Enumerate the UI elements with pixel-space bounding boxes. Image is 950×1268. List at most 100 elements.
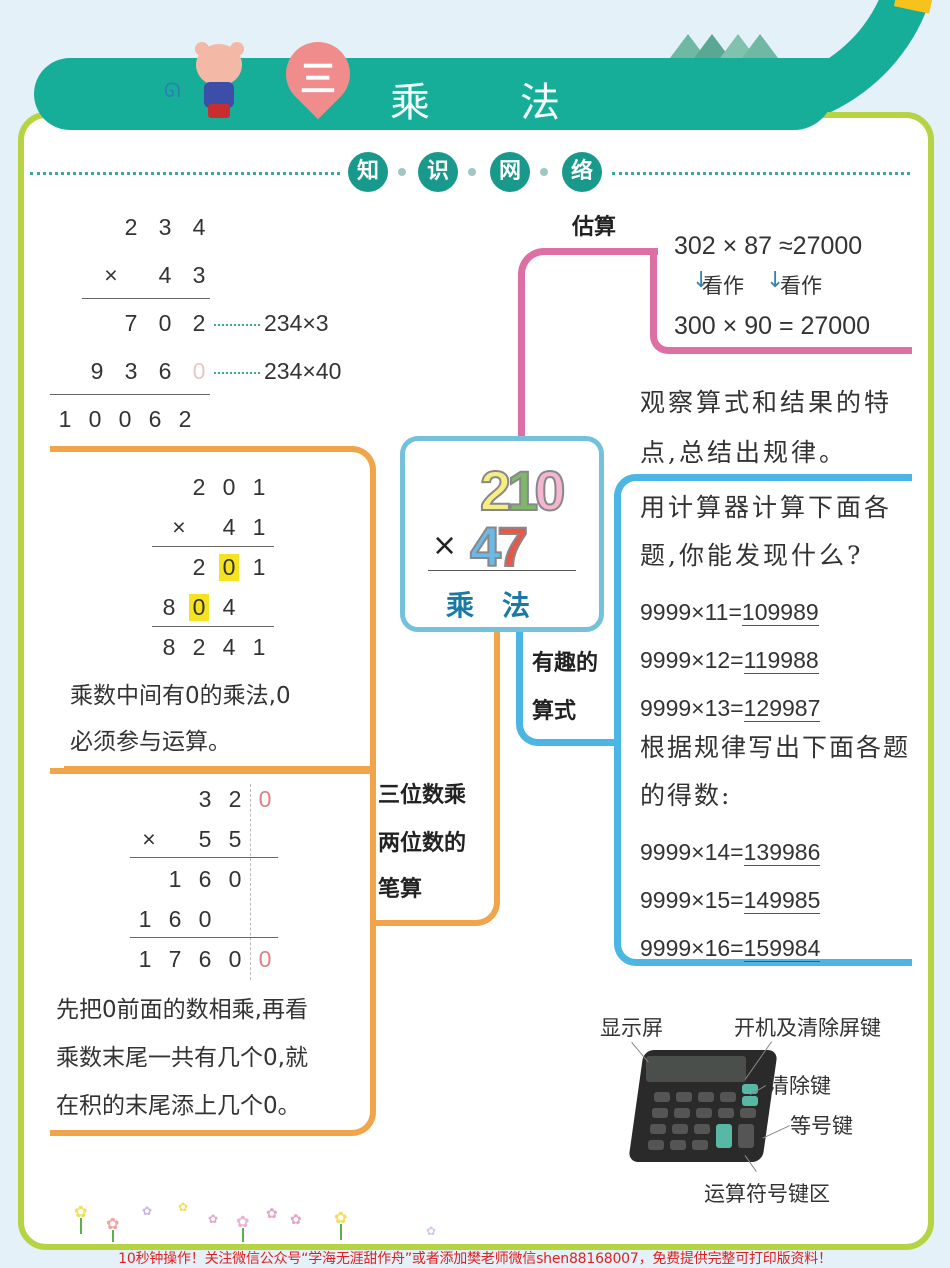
multiply-sign: × [142, 826, 156, 852]
arrow-down-icon: ↓ [692, 268, 711, 293]
calc-key [696, 1108, 712, 1118]
section-heading-char: 络 [562, 152, 602, 192]
digit: 6 [198, 866, 212, 892]
rule-text: 必须参与运算。 [70, 729, 231, 755]
branch-line-blue [516, 630, 620, 746]
center-topic-box [400, 436, 604, 632]
calc-key [718, 1108, 734, 1118]
fun-intro-line: 题,你能发现什么? [640, 541, 864, 570]
sum-line [152, 546, 274, 547]
digit: 0 [158, 310, 172, 336]
digit: 0 [228, 866, 242, 892]
flower-icon: ✿ [236, 1212, 250, 1231]
calc-key-clear [742, 1096, 758, 1106]
estimate-line: 300 × 90 = 27000 [674, 312, 871, 340]
equation-answer: 119988 [743, 647, 819, 674]
digit: 4 [222, 634, 236, 660]
digit: 5 [228, 826, 242, 852]
fun-task-line: 根据规律写出下面各题 [640, 733, 911, 762]
digit: 2 [228, 786, 242, 812]
observe-text: 观察算式和结果的特 点,总结出规律。 [640, 378, 892, 478]
flower-icon: ✿ [334, 1208, 348, 1227]
observe-text-line: 点,总结出规律。 [640, 438, 847, 467]
estimate-line: 302 × 87 ≈27000 [674, 232, 863, 260]
equation-answer: 129987 [743, 695, 821, 722]
digit: 2 [192, 554, 206, 580]
flower-icon: ✿ [426, 1224, 437, 1238]
wind-icon: ᘏ [164, 78, 181, 102]
calc-key [672, 1124, 688, 1134]
calc-key [674, 1108, 690, 1118]
equation-answer: 139986 [743, 839, 821, 866]
calculator-display [646, 1056, 746, 1082]
label-clear: 清除键 [768, 1074, 831, 1098]
equation-answer: 149985 [743, 887, 821, 914]
sum-line [130, 937, 278, 938]
digit: 6 [158, 358, 172, 384]
digit: 7 [124, 310, 138, 336]
title-banner [34, 58, 834, 130]
digit: 1 [252, 554, 266, 580]
branch-line-orange [50, 768, 376, 1136]
digit: 3 [158, 214, 172, 240]
digit: 2 [192, 474, 206, 500]
digit: 4 [222, 514, 236, 540]
bear-mascot-icon [196, 44, 242, 86]
footer-notice: 10秒钟操作！关注微信公众号“学海无涯甜作舟”或者添加樊老师微信shen8816… [118, 1251, 832, 1267]
equation-row: 9999×12=119988 [640, 636, 820, 684]
digit: 1 [168, 866, 182, 892]
digit: 2 [124, 214, 138, 240]
fun-intro-line: 用计算器计算下面各 [640, 493, 893, 522]
trailing-zero: 0 [258, 946, 272, 972]
flower-icon: ✿ [106, 1214, 120, 1233]
dotted-divider [612, 172, 910, 175]
flower-stem [340, 1224, 342, 1240]
flower-icon: ✿ [74, 1202, 88, 1221]
branch-line-blue [614, 474, 912, 966]
cartoon-number-bottom: 47 [469, 514, 529, 579]
branch-label-fun: 算式 [532, 699, 577, 724]
note-text: 234×40 [264, 358, 342, 384]
observe-text-line: 观察算式和结果的特 [640, 388, 893, 417]
digit: 0 [118, 406, 132, 432]
digit: 0 [228, 946, 242, 972]
equation-expr: 9999×11= [640, 599, 742, 625]
digit: 1 [252, 514, 266, 540]
branch-line-pink [650, 248, 912, 354]
multiply-sign: × [432, 528, 458, 563]
heading-dot [540, 168, 548, 176]
dotted-divider [30, 172, 340, 175]
calc-key [654, 1092, 670, 1102]
highlighted-zero: 0 [219, 554, 239, 581]
branch-label-written: 两位数的 [378, 831, 467, 856]
calc-key [692, 1140, 708, 1150]
calc-key [676, 1092, 692, 1102]
flower-stem [112, 1230, 114, 1242]
digit: 3 [124, 358, 138, 384]
branch-line-orange [50, 446, 376, 774]
arrow-down-icon: ↓ [766, 268, 785, 293]
digit: 3 [198, 786, 212, 812]
sum-line [152, 626, 274, 627]
flower-icon: ✿ [266, 1206, 278, 1222]
digit: 8 [162, 594, 176, 620]
branch-label-fun: 有趣的 [532, 651, 599, 676]
sum-line [50, 394, 210, 395]
multiply-sign: × [172, 514, 186, 540]
fun-intro: 用计算器计算下面各 题,你能发现什么? [640, 484, 892, 580]
label-power-clear: 开机及清除屏键 [734, 1016, 881, 1040]
digit: 1 [138, 946, 152, 972]
digit: 2 [192, 310, 206, 336]
partial-note: 234×40 [214, 358, 341, 385]
digit: 0 [88, 406, 102, 432]
highlighted-zero: 0 [189, 594, 209, 621]
flower-icon: ✿ [208, 1212, 219, 1226]
sum-line [82, 298, 210, 299]
section-heading-char: 知 [348, 152, 388, 192]
digit: 1 [58, 406, 72, 432]
rule-text: 乘数中间有0的乘法,0 [70, 683, 291, 709]
digit: 1 [138, 906, 152, 932]
branch-divider-orange [64, 766, 374, 771]
flower-icon: ✿ [178, 1200, 189, 1214]
flower-stem [242, 1228, 244, 1242]
